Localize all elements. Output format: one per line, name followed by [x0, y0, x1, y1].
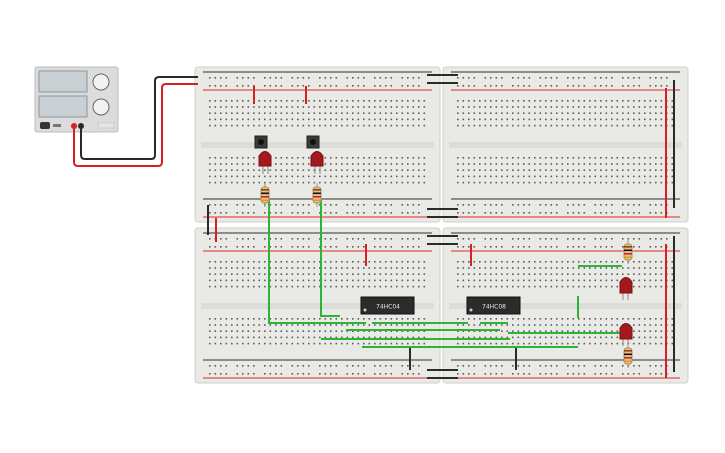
pushbutton-1[interactable] — [254, 135, 268, 149]
current-display — [38, 95, 88, 118]
ic-74hc08[interactable]: 74HC08 — [466, 296, 521, 315]
resistor-3[interactable] — [623, 240, 633, 264]
power-lead-black[interactable] — [80, 76, 198, 160]
power-supply[interactable] — [34, 66, 119, 133]
power-lead-red[interactable] — [73, 83, 198, 167]
rail-jumpers — [207, 74, 675, 379]
resistor-4[interactable] — [623, 344, 633, 368]
ic-74hc08-label: 74HC08 — [482, 304, 506, 311]
led-1[interactable] — [258, 151, 272, 175]
voltage-display — [38, 70, 88, 93]
breadboard-bottom-right[interactable] — [442, 227, 689, 384]
voltage-knob[interactable] — [92, 73, 110, 91]
breadboard-bottom-left[interactable] — [194, 227, 441, 384]
resistor-1[interactable] — [260, 183, 270, 207]
breadboard-top-right[interactable] — [442, 66, 689, 223]
led-3[interactable] — [619, 277, 633, 301]
signal-wires — [268, 200, 625, 348]
resistor-2[interactable] — [312, 183, 322, 207]
ic-74hc04-label: 74HC04 — [376, 304, 400, 311]
ic-74hc04[interactable]: 74HC04 — [360, 296, 415, 315]
power-switch[interactable] — [40, 122, 50, 129]
current-knob[interactable] — [92, 98, 110, 116]
led-2[interactable] — [310, 151, 324, 175]
pushbutton-2[interactable] — [306, 135, 320, 149]
